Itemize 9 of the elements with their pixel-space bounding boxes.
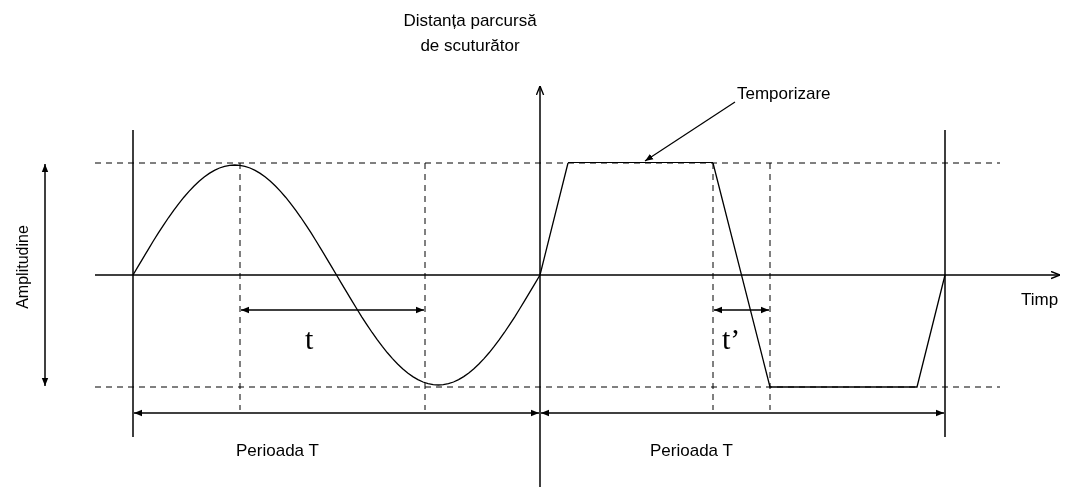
dimension-label: t (305, 322, 314, 356)
axis-label: Amplitudine (14, 224, 32, 311)
dimension-label: Perioada T (236, 441, 319, 461)
leader-line (644, 101, 736, 162)
axis-label: Distanța parcursă de scuturător (402, 10, 538, 57)
dimension-label: t’ (722, 322, 741, 356)
dimension-label: Perioada T (650, 441, 733, 461)
axis-label: Timp (1021, 290, 1059, 310)
callout-text: Temporizare (737, 84, 831, 104)
